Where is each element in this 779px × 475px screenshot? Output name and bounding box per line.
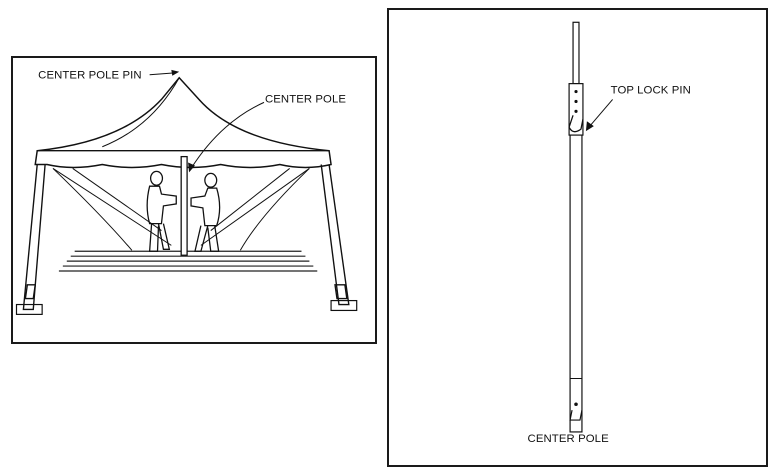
label-center-pole: CENTER POLE: [265, 93, 346, 105]
center-pole-detail-diagram: TOP LOCK PIN CENTER POLE: [528, 21, 691, 445]
center-pole-detail-panel: TOP LOCK PIN CENTER POLE: [387, 8, 768, 467]
arrowhead-center-pole-pin: [171, 69, 180, 76]
tent-feet: [15, 299, 358, 315]
person-left: [146, 170, 177, 252]
arrowhead-center-pole: [188, 162, 195, 173]
tent-roof: [37, 76, 330, 152]
leader-top-lock-pin: [588, 99, 614, 128]
pole-main-shaft: [569, 134, 583, 433]
pole-bottom-clip: [569, 410, 583, 421]
leader-center-pole: [190, 101, 265, 169]
center-pole-shape: [180, 155, 188, 256]
tent-legs: [22, 164, 350, 311]
tent-diagram: CENTER POLE PIN CENTER POLE: [15, 69, 358, 315]
tent-illustration-panel: CENTER POLE PIN CENTER POLE: [11, 56, 377, 344]
top-lock-pin-shape: [568, 115, 584, 133]
pole-bottom-hole: [574, 402, 578, 407]
label-center-pole-bottom: CENTER POLE: [528, 433, 610, 445]
leader-center-pole-pin: [149, 72, 177, 76]
pole-holes: [574, 89, 578, 113]
tent-roof-seam: [102, 77, 180, 148]
person-right: [190, 172, 221, 252]
label-center-pole-pin: CENTER POLE PIN: [38, 70, 141, 82]
arrowhead-top-lock-pin: [585, 121, 594, 132]
label-top-lock-pin: TOP LOCK PIN: [611, 85, 691, 97]
pole-top-section: [572, 21, 580, 85]
tent-floor: [58, 250, 318, 272]
